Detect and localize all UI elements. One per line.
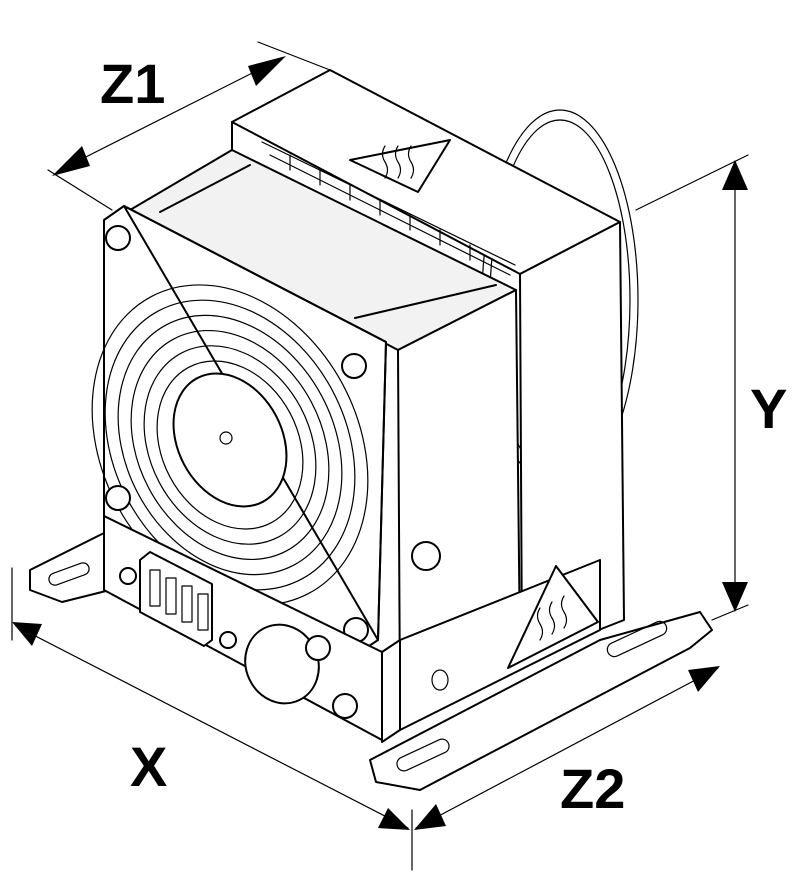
terminal-block <box>119 551 237 649</box>
y-arrow-bottom <box>722 582 748 612</box>
z2-arrow-left <box>414 804 446 830</box>
screw-icon <box>105 485 131 511</box>
thermostat-knob <box>244 623 358 719</box>
housing-right-side <box>519 221 625 661</box>
z2-label: Z2 <box>560 757 625 820</box>
dimension-z2: Z2 <box>414 666 720 830</box>
screw-icon <box>219 631 237 649</box>
dimension-x: X <box>11 567 413 871</box>
front-screws <box>105 225 369 643</box>
screw-icon <box>119 567 137 585</box>
z2-arrow-right <box>688 666 720 692</box>
dimension-y: Y <box>635 154 787 621</box>
x-arrow-left <box>12 622 42 646</box>
fan-hub <box>172 372 288 508</box>
vent-slots <box>261 141 516 276</box>
mounting-base <box>29 529 713 791</box>
y-arrow-top <box>722 160 748 190</box>
hot-surface-warning-icon <box>349 139 451 193</box>
z1-arrow-right <box>248 56 286 86</box>
screw-icon <box>305 635 331 661</box>
z1-arrow-left <box>52 146 90 176</box>
screw-icon <box>105 225 131 251</box>
y-label: Y <box>750 377 787 440</box>
heater-unit <box>29 69 713 791</box>
fan-grill <box>91 284 369 606</box>
z1-label: Z1 <box>100 52 165 115</box>
x-label: X <box>130 735 167 798</box>
dimension-z1: Z1 <box>47 41 331 211</box>
x-arrow-right <box>378 808 410 830</box>
hot-surface-warning-icon-side <box>507 565 599 669</box>
screw-icon <box>341 353 367 379</box>
screw-icon <box>332 693 358 719</box>
